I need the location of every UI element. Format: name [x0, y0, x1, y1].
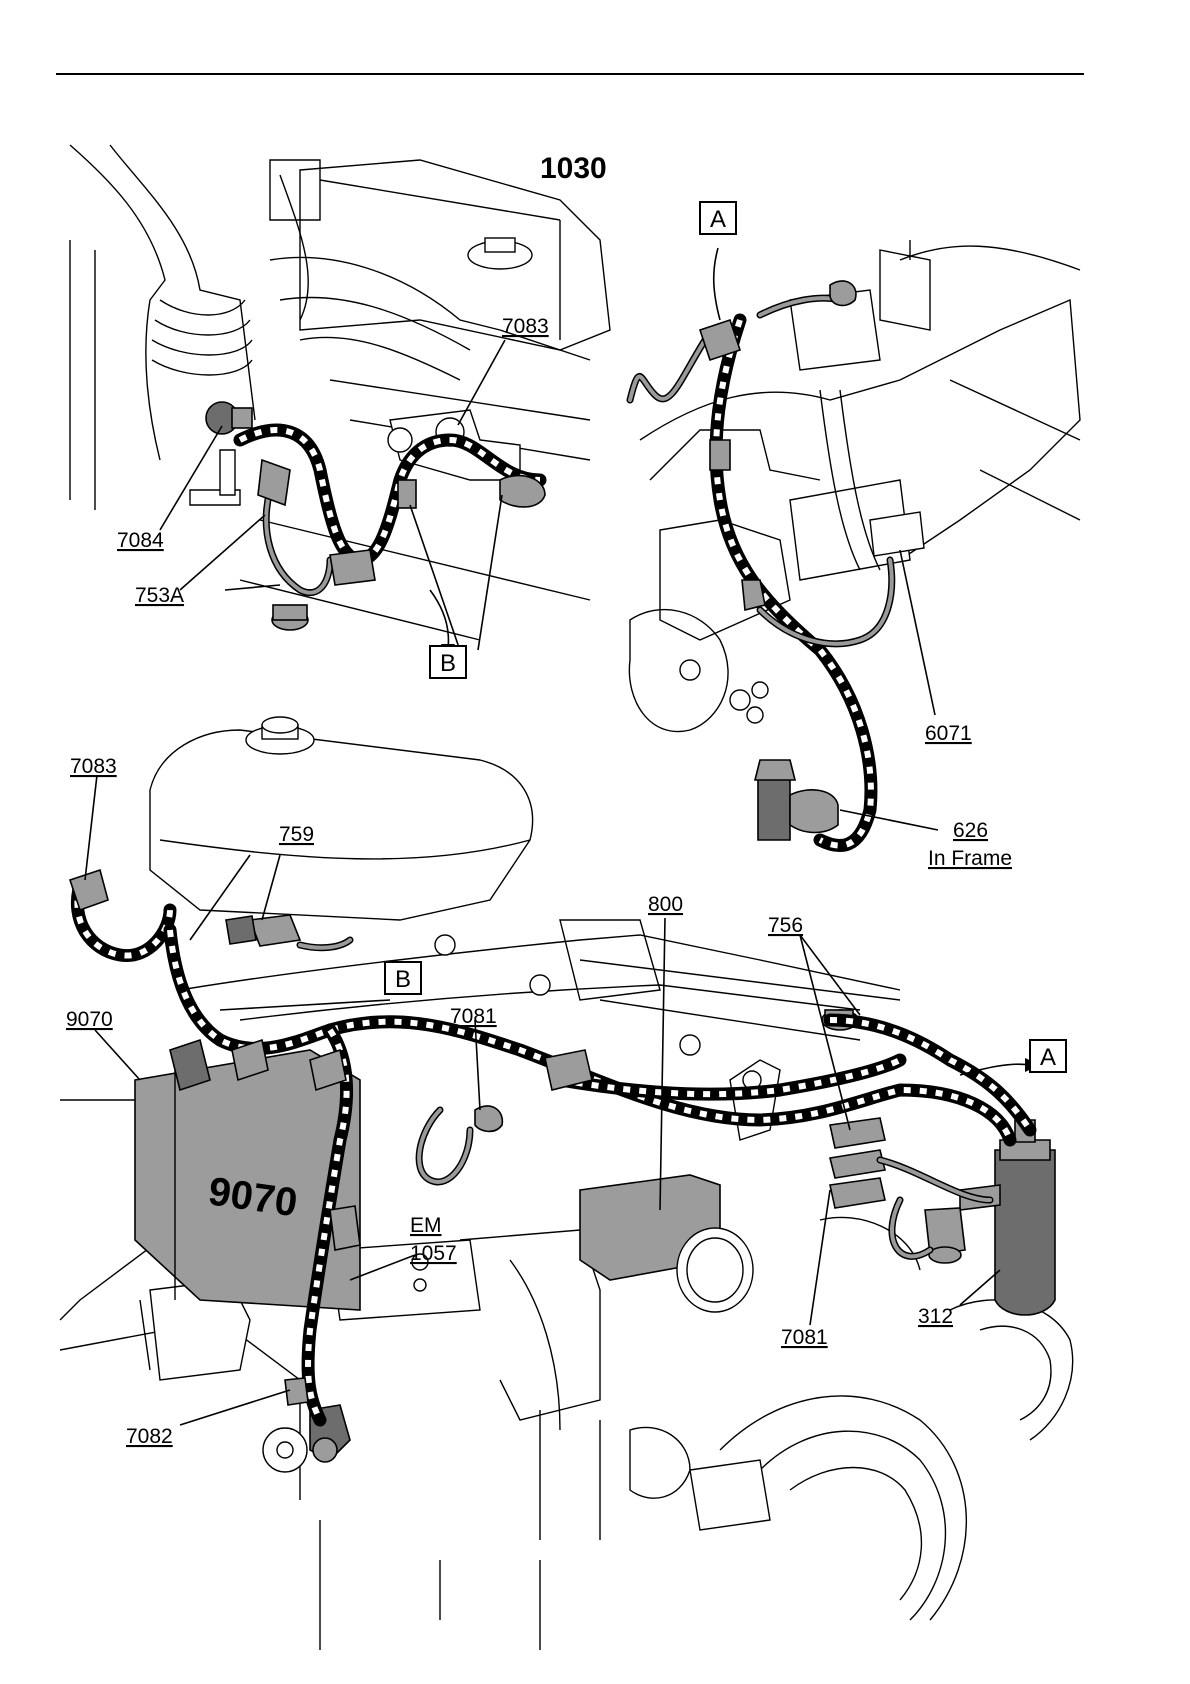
- label-7081-top: 7081: [450, 1005, 497, 1028]
- label-626: 626: [953, 819, 988, 842]
- top-left-engine-view: [70, 145, 610, 658]
- label-753a: 753A: [135, 584, 184, 607]
- diagram-title: 1030: [540, 152, 607, 185]
- label-759: 759: [279, 823, 314, 846]
- label-6071: 6071: [925, 722, 972, 745]
- ref-b-bottom-label: B: [395, 966, 411, 993]
- label-em: EM: [410, 1214, 442, 1237]
- ref-b-top-label: B: [440, 650, 456, 677]
- label-7081-bottom: 7081: [781, 1326, 828, 1349]
- label-1057: 1057: [410, 1242, 457, 1265]
- label-626-in-frame: In Frame: [928, 847, 1012, 870]
- label-9070: 9070: [66, 1008, 113, 1031]
- label-800: 800: [648, 893, 683, 916]
- ref-a-bottom-label: A: [1040, 1044, 1056, 1071]
- label-756: 756: [768, 914, 803, 937]
- label-7082: 7082: [126, 1425, 173, 1448]
- label-7083-left: 7083: [70, 755, 117, 778]
- top-right-engine-view: [629, 240, 1080, 846]
- label-312: 312: [918, 1305, 953, 1328]
- ref-a-top-label: A: [710, 206, 726, 233]
- label-7084: 7084: [117, 529, 164, 552]
- label-7083-top: 7083: [502, 315, 549, 338]
